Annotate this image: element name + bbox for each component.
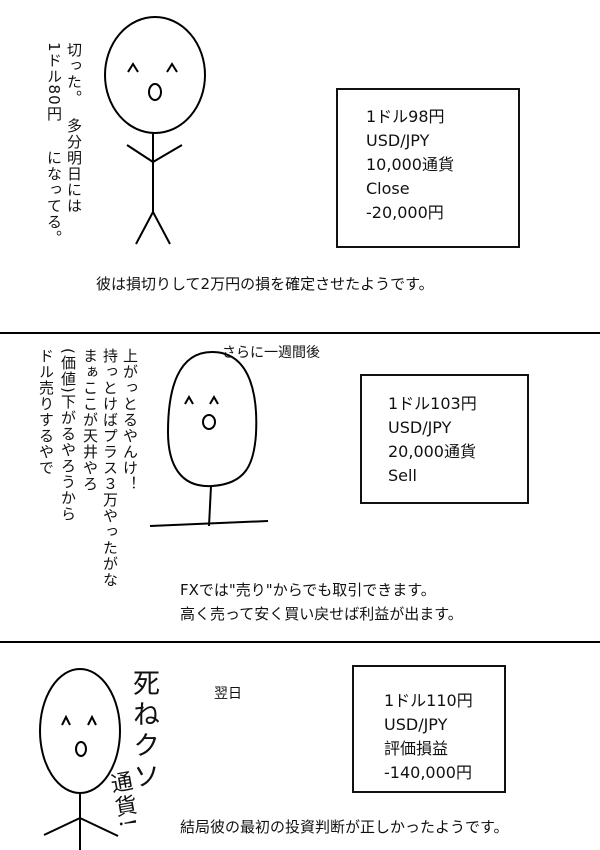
speech-line: 1ドル80円 xyxy=(45,42,63,122)
box-line: 1ドル103円 xyxy=(388,394,477,413)
time-label-2: さらに一週間後 xyxy=(222,345,320,361)
box-line: USD/JPY xyxy=(384,715,448,734)
caption-2b: 高く売って安く買い戻せば利益が出ます。 xyxy=(180,605,463,623)
box-line: USD/JPY xyxy=(366,131,430,150)
box-line: 20,000通貨 xyxy=(388,442,476,461)
box-line: 評価損益 xyxy=(384,739,449,758)
caption-2a: FXでは"売り"からでも取引できます。 xyxy=(180,581,436,599)
trade-box-3: 1ドル110円 USD/JPY 評価損益 -140,000円 xyxy=(352,665,506,793)
speech-line: ドル売りするやで xyxy=(37,348,55,476)
panel-3: 死ねクソ 通貨! 翌日 1ドル110円 USD/JPY 評価損益 -140,00… xyxy=(0,643,600,850)
panel-1: 切った。 1ドル80円 多分明日には になってる。 1ドル98円 USD/JPY… xyxy=(0,0,600,332)
stick-figure-1 xyxy=(104,16,206,245)
speech-line: 切った。 xyxy=(65,42,83,106)
box-line: 10,000通貨 xyxy=(366,155,454,174)
speech-line: まぁここが天井やろ xyxy=(81,348,99,492)
box-line: 1ドル110円 xyxy=(384,691,473,710)
caption-3: 結局彼の最初の投資判断が正しかったようです。 xyxy=(180,818,509,836)
stick-figure-2 xyxy=(149,350,269,527)
speech-line: 持っとけばプラス３万やったがな xyxy=(101,348,119,588)
panel-2: さらに一週間後 上がっとるやんけ！ 持っとけばプラス３万やったがな まぁここが天… xyxy=(0,334,600,641)
speech-line: 上がっとるやんけ！ xyxy=(121,348,139,492)
handwritten-shout: 死ねクソ xyxy=(128,669,159,793)
speech-line: (価値)下がるやろうから xyxy=(59,348,77,522)
box-line: 1ドル98円 xyxy=(366,107,445,126)
time-label-3: 翌日 xyxy=(214,686,242,702)
box-line: Sell xyxy=(388,466,417,485)
trade-box-1: 1ドル98円 USD/JPY 10,000通貨 Close -20,000円 xyxy=(336,88,520,248)
panel-divider xyxy=(0,641,600,643)
trade-box-2: 1ドル103円 USD/JPY 20,000通貨 Sell xyxy=(360,374,529,504)
box-line: Close xyxy=(366,179,410,198)
stick-figure-3 xyxy=(39,668,121,850)
box-line: -140,000円 xyxy=(384,763,472,782)
panel-divider xyxy=(0,332,600,334)
box-line: -20,000円 xyxy=(366,203,444,222)
caption-1: 彼は損切りして2万円の損を確定させたようです。 xyxy=(96,275,434,293)
speech-line: になってる。 xyxy=(45,150,63,246)
speech-line: 多分明日には xyxy=(65,118,83,214)
box-line: USD/JPY xyxy=(388,418,452,437)
